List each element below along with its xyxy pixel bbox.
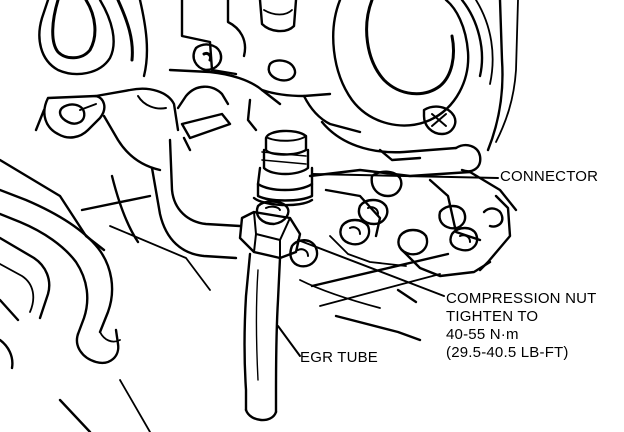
- right-round-housing: [332, 0, 519, 152]
- torque-nm-value: 40-55 N·m: [446, 326, 519, 343]
- egr-tube-label: EGR TUBE: [300, 349, 379, 366]
- left-flange: [34, 87, 180, 172]
- left-frame: [0, 158, 151, 432]
- tighten-to-label: TIGHTEN TO: [446, 308, 539, 325]
- left-round-housing: [38, 0, 149, 78]
- top-fittings: [180, 0, 298, 82]
- leader-lines: [277, 173, 499, 357]
- compression-nut: [238, 200, 302, 260]
- compression-nut-callout: COMPRESSION NUT TIGHTEN TO 40-55 N·m (29…: [446, 290, 597, 362]
- torque-lbft-value: (29.5-40.5 LB-FT): [446, 344, 569, 361]
- left-bracket: [80, 112, 242, 260]
- left-bent-tube: [0, 188, 121, 365]
- connector-label: CONNECTOR: [500, 168, 599, 185]
- connector-leader: [311, 173, 499, 179]
- connector-fitting: [252, 129, 314, 207]
- egr-tube-leader: [277, 325, 301, 357]
- frame-rails: [109, 225, 450, 342]
- manifold-body: [168, 68, 482, 173]
- compression-nut-label: COMPRESSION NUT: [446, 290, 597, 307]
- compression-nut-leader: [297, 239, 445, 297]
- egr-tube: [243, 252, 282, 422]
- lower-right-bracket: [289, 168, 518, 278]
